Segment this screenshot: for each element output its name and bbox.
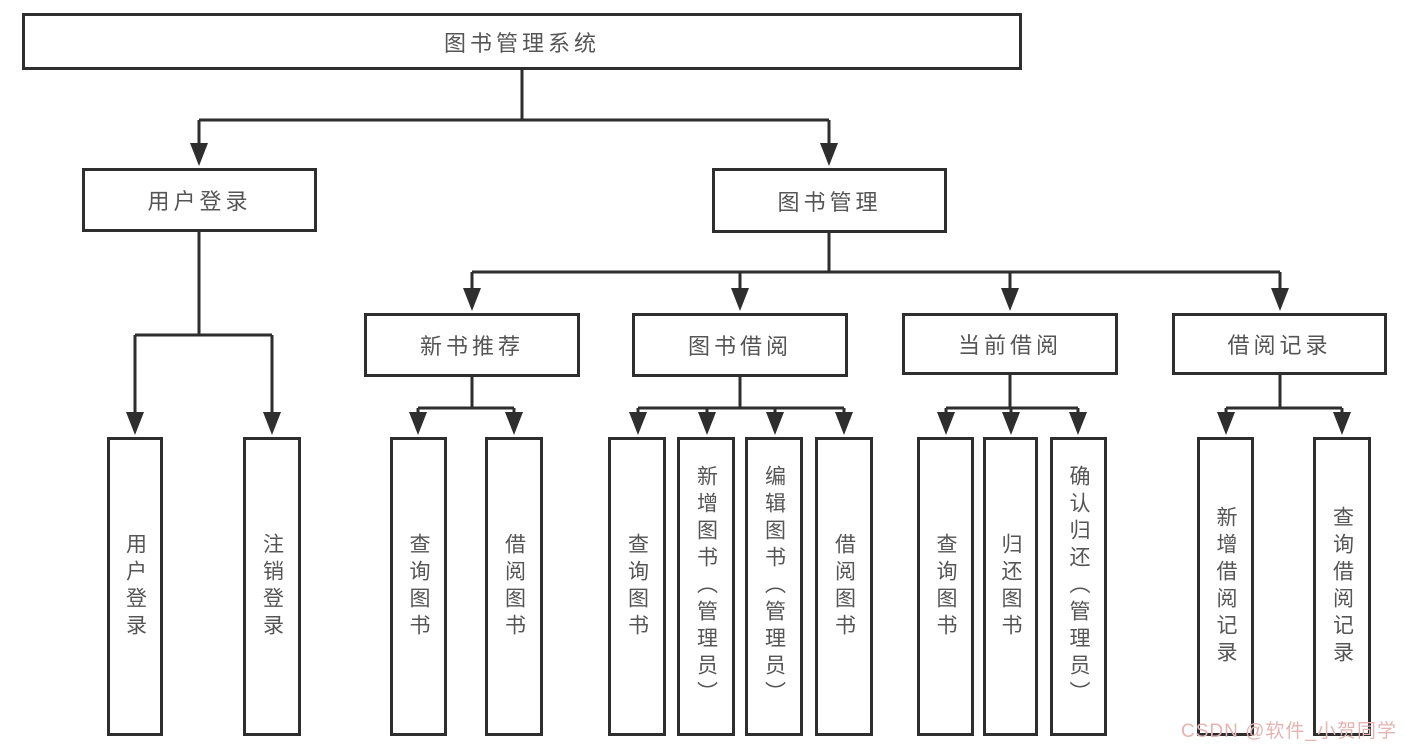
leaf-query-books-current: 查询图书: [917, 437, 974, 736]
leaf-borrow-books-recommend: 借阅图书: [485, 437, 543, 736]
leaf-query-books-recommend: 查询图书: [390, 437, 447, 736]
node-book-management: 图书管理: [712, 168, 947, 233]
leaf-add-borrow-record: 新增借阅记录: [1197, 437, 1254, 736]
leaf-borrow-books: 借阅图书: [815, 437, 873, 736]
connector-records-to-leaves: [1224, 375, 1344, 414]
node-book-borrowing: 图书借阅: [632, 313, 848, 377]
connector-userlogin-to-leaves: [133, 232, 274, 414]
csdn-watermark: CSDN @软件_小贺同学: [1181, 721, 1397, 742]
connector-current-to-leaves: [944, 375, 1080, 414]
connector-bookmgmt-to-level3: [470, 233, 1282, 290]
connector-borrowing-to-leaves: [636, 377, 846, 414]
node-new-book-recommend: 新书推荐: [364, 313, 580, 377]
leaf-confirm-return-admin: 确认归还（管理员）: [1050, 437, 1107, 736]
node-current-borrowing: 当前借阅: [902, 313, 1118, 375]
node-borrowing-records: 借阅记录: [1172, 313, 1387, 375]
node-system-root: 图书管理系统: [22, 13, 1022, 70]
connector-newbook-to-leaves: [416, 377, 516, 414]
connector-root-to-level2: [197, 70, 831, 146]
leaf-user-login: 用户登录: [107, 437, 163, 736]
leaf-edit-books-admin: 编辑图书（管理员）: [745, 437, 803, 736]
arrowheads: [126, 143, 1351, 435]
leaf-add-books-admin: 新增图书（管理员）: [677, 437, 735, 736]
leaf-query-borrow-record: 查询借阅记录: [1313, 437, 1371, 736]
node-user-login: 用户登录: [82, 168, 317, 232]
leaf-query-books-borrowing: 查询图书: [608, 437, 666, 736]
leaf-return-books: 归还图书: [983, 437, 1038, 736]
leaf-logout: 注销登录: [243, 437, 301, 736]
